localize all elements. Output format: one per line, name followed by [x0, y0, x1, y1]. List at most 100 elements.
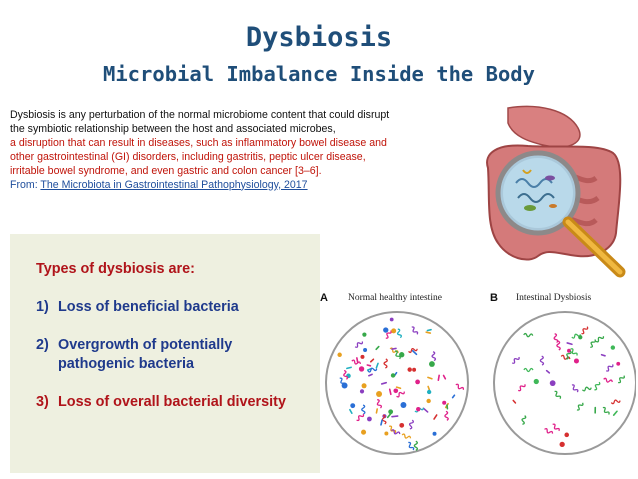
bacterium	[408, 441, 415, 451]
bacterium	[413, 440, 419, 451]
list-item-text: Loss of overall bacterial diversity	[58, 394, 286, 410]
bacterium	[412, 367, 417, 372]
page-title: Dysbiosis	[245, 22, 393, 53]
bacterium	[383, 327, 389, 333]
bacterium	[361, 404, 366, 415]
bacterium	[388, 388, 392, 396]
bacterium	[369, 358, 375, 363]
bacterium	[554, 390, 562, 399]
bacterium	[602, 406, 610, 415]
bacterium	[346, 366, 352, 370]
bacterium	[523, 367, 534, 373]
bacterium	[390, 373, 396, 378]
bacterium	[376, 399, 383, 409]
bacteria-circles	[325, 311, 636, 455]
bacterium	[549, 380, 556, 387]
bacterium	[590, 339, 597, 348]
bacterium	[356, 413, 365, 422]
bacterium	[570, 348, 578, 356]
bacterium	[578, 335, 583, 340]
bacterium	[612, 410, 618, 416]
list-item: 2) Overgrowth of potentially pathogenic …	[36, 336, 320, 374]
bacterium	[595, 336, 605, 343]
bacterium	[576, 402, 584, 411]
bacterium	[426, 328, 432, 332]
bacterium	[358, 366, 365, 372]
bacterium	[349, 408, 353, 415]
bacterium	[429, 361, 435, 367]
bacterium	[391, 328, 397, 334]
bacterium	[427, 376, 433, 380]
panel-b-label: Intestinal Dysbiosis	[516, 293, 592, 303]
bacterium	[610, 345, 616, 350]
bacterium	[343, 369, 349, 380]
bacterium	[391, 415, 399, 418]
bacterium	[376, 390, 383, 397]
bacterium	[616, 361, 621, 366]
list-item: 3) Loss of overall bacterial diversity	[36, 393, 320, 412]
panel-a-letter: A	[320, 292, 328, 304]
bacterium	[426, 389, 432, 395]
bacterium	[388, 409, 394, 415]
bacterium	[422, 407, 429, 413]
panel-a-label: Normal healthy intestine	[348, 293, 442, 303]
intestine-magnifier-illustration	[486, 105, 626, 278]
bacterium	[391, 347, 397, 350]
bacterium	[512, 399, 517, 404]
source-prefix: From:	[10, 178, 41, 191]
bacterium	[380, 381, 388, 385]
bacterium	[389, 347, 399, 353]
healthy-intestine-circle	[325, 311, 469, 455]
panel-b-letter: B	[490, 292, 498, 304]
bacterium	[375, 408, 378, 414]
source-link[interactable]: The Microbiota in Gastrointestinal Patho…	[40, 178, 308, 191]
bacterium	[433, 414, 438, 420]
bacterium	[566, 350, 572, 360]
bacterium	[544, 428, 554, 434]
bacterium	[431, 351, 437, 362]
dysbiosis-circle	[493, 311, 636, 455]
list-item-number: 1)	[36, 299, 49, 315]
bacterium	[533, 378, 539, 385]
bacterium	[603, 377, 613, 383]
paragraph-line: a disruption that can result in diseases…	[10, 136, 387, 149]
bacterium	[368, 373, 373, 377]
bacterium	[426, 398, 431, 404]
bacterium	[564, 432, 570, 438]
bacterium	[341, 382, 348, 389]
bacterium	[367, 367, 378, 373]
list-item-text: Loss of beneficial bacteria	[58, 299, 239, 315]
bacterium	[581, 386, 592, 392]
list-item-number: 3)	[36, 394, 49, 410]
bacterium	[385, 330, 392, 339]
bacterium	[581, 326, 589, 335]
bacterium	[451, 394, 456, 399]
bacterium	[362, 332, 367, 337]
bacterium	[375, 345, 380, 351]
bacterium	[517, 384, 526, 392]
bacterium	[399, 422, 405, 428]
bacterium	[594, 381, 601, 391]
bacterium	[411, 349, 418, 356]
bacterium	[539, 355, 545, 366]
bacterium	[559, 441, 565, 448]
bacterium	[553, 333, 559, 343]
paragraph-line: irritable bowel syndrome, and even gastr…	[10, 164, 322, 177]
bacterium	[359, 389, 365, 394]
bacterium	[396, 391, 405, 398]
page-subtitle: Microbial Imbalance Inside the Body	[103, 62, 535, 86]
bacterium	[408, 419, 414, 430]
bacterium	[432, 431, 437, 436]
list-item: 1) Loss of beneficial bacteria	[36, 298, 320, 317]
bacterium	[361, 429, 367, 435]
bacterium	[386, 412, 392, 419]
bacterium	[437, 374, 440, 382]
bacterium	[408, 347, 418, 354]
paragraph-line: other gastrointestinal (GI) disorders, i…	[10, 150, 366, 163]
bacterium	[442, 374, 447, 380]
bacterium	[356, 357, 359, 363]
intestine-comparison-diagram: A Normal healthy intestine B Intestinal …	[318, 290, 636, 475]
bacterium	[523, 332, 534, 338]
bacterium	[337, 352, 342, 358]
source-line: From: The Microbiota in Gastrointestinal…	[10, 179, 472, 193]
